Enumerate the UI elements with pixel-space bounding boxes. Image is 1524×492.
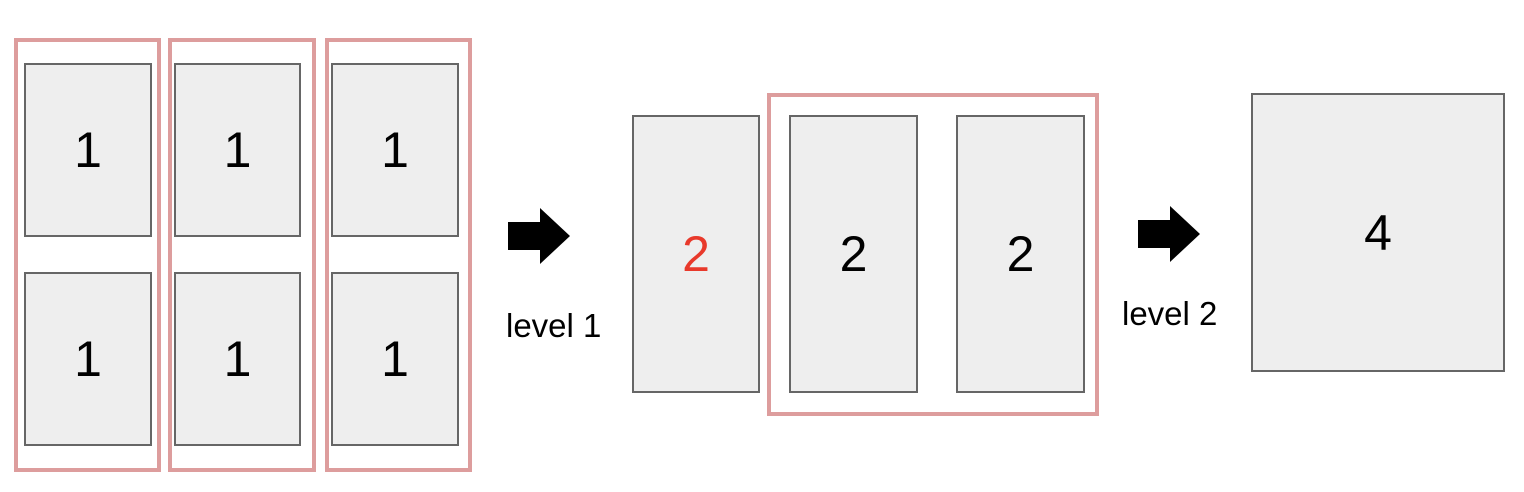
stage2-block: 2 (789, 115, 918, 393)
stage1-block: 1 (24, 63, 152, 237)
stage1-block: 1 (331, 63, 459, 237)
stage1-block: 1 (174, 63, 301, 237)
stage1-group-2 (168, 38, 316, 472)
level-2-label: level 2 (1122, 295, 1218, 332)
stage1-block: 1 (174, 272, 301, 446)
stage1-block: 1 (331, 272, 459, 446)
stage1-group-1 (14, 38, 161, 472)
stage2-block-highlighted: 2 (632, 115, 760, 393)
right-arrow-icon (506, 208, 570, 264)
level-1-label: level 1 (506, 307, 602, 344)
stage2-block: 2 (956, 115, 1085, 393)
stage1-block: 1 (24, 272, 152, 446)
right-arrow-icon (1136, 206, 1200, 262)
stage2-group (767, 93, 1099, 416)
stage1-group-3 (325, 38, 472, 472)
stage3-block: 4 (1251, 93, 1505, 372)
